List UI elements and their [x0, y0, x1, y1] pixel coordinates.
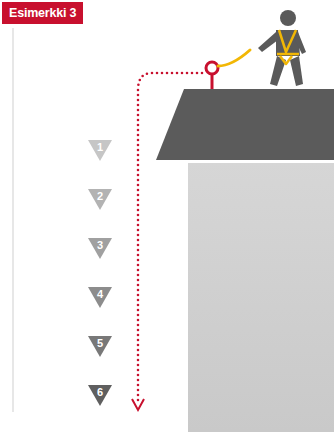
title-tab: Esimerkki 3 [2, 2, 83, 24]
level-marker: 5 [88, 336, 112, 357]
fall-arrowhead [132, 399, 144, 410]
fall-path [138, 73, 202, 402]
level-number: 2 [88, 191, 112, 202]
building-wall [188, 163, 334, 432]
anchor-post [211, 74, 214, 89]
level-number: 4 [88, 289, 112, 300]
harness [277, 30, 299, 64]
worker-figure [258, 10, 306, 86]
level-marker: 1 [88, 140, 112, 161]
margin-rule [13, 28, 14, 412]
lanyard [218, 50, 250, 66]
level-number: 5 [88, 338, 112, 349]
level-marker: 3 [88, 238, 112, 259]
roof [156, 89, 334, 160]
level-number: 3 [88, 240, 112, 251]
level-number: 6 [88, 387, 112, 398]
level-number: 1 [88, 142, 112, 153]
anchor-ring [206, 62, 218, 74]
level-marker: 4 [88, 287, 112, 308]
level-marker: 2 [88, 189, 112, 210]
level-marker: 6 [88, 385, 112, 406]
